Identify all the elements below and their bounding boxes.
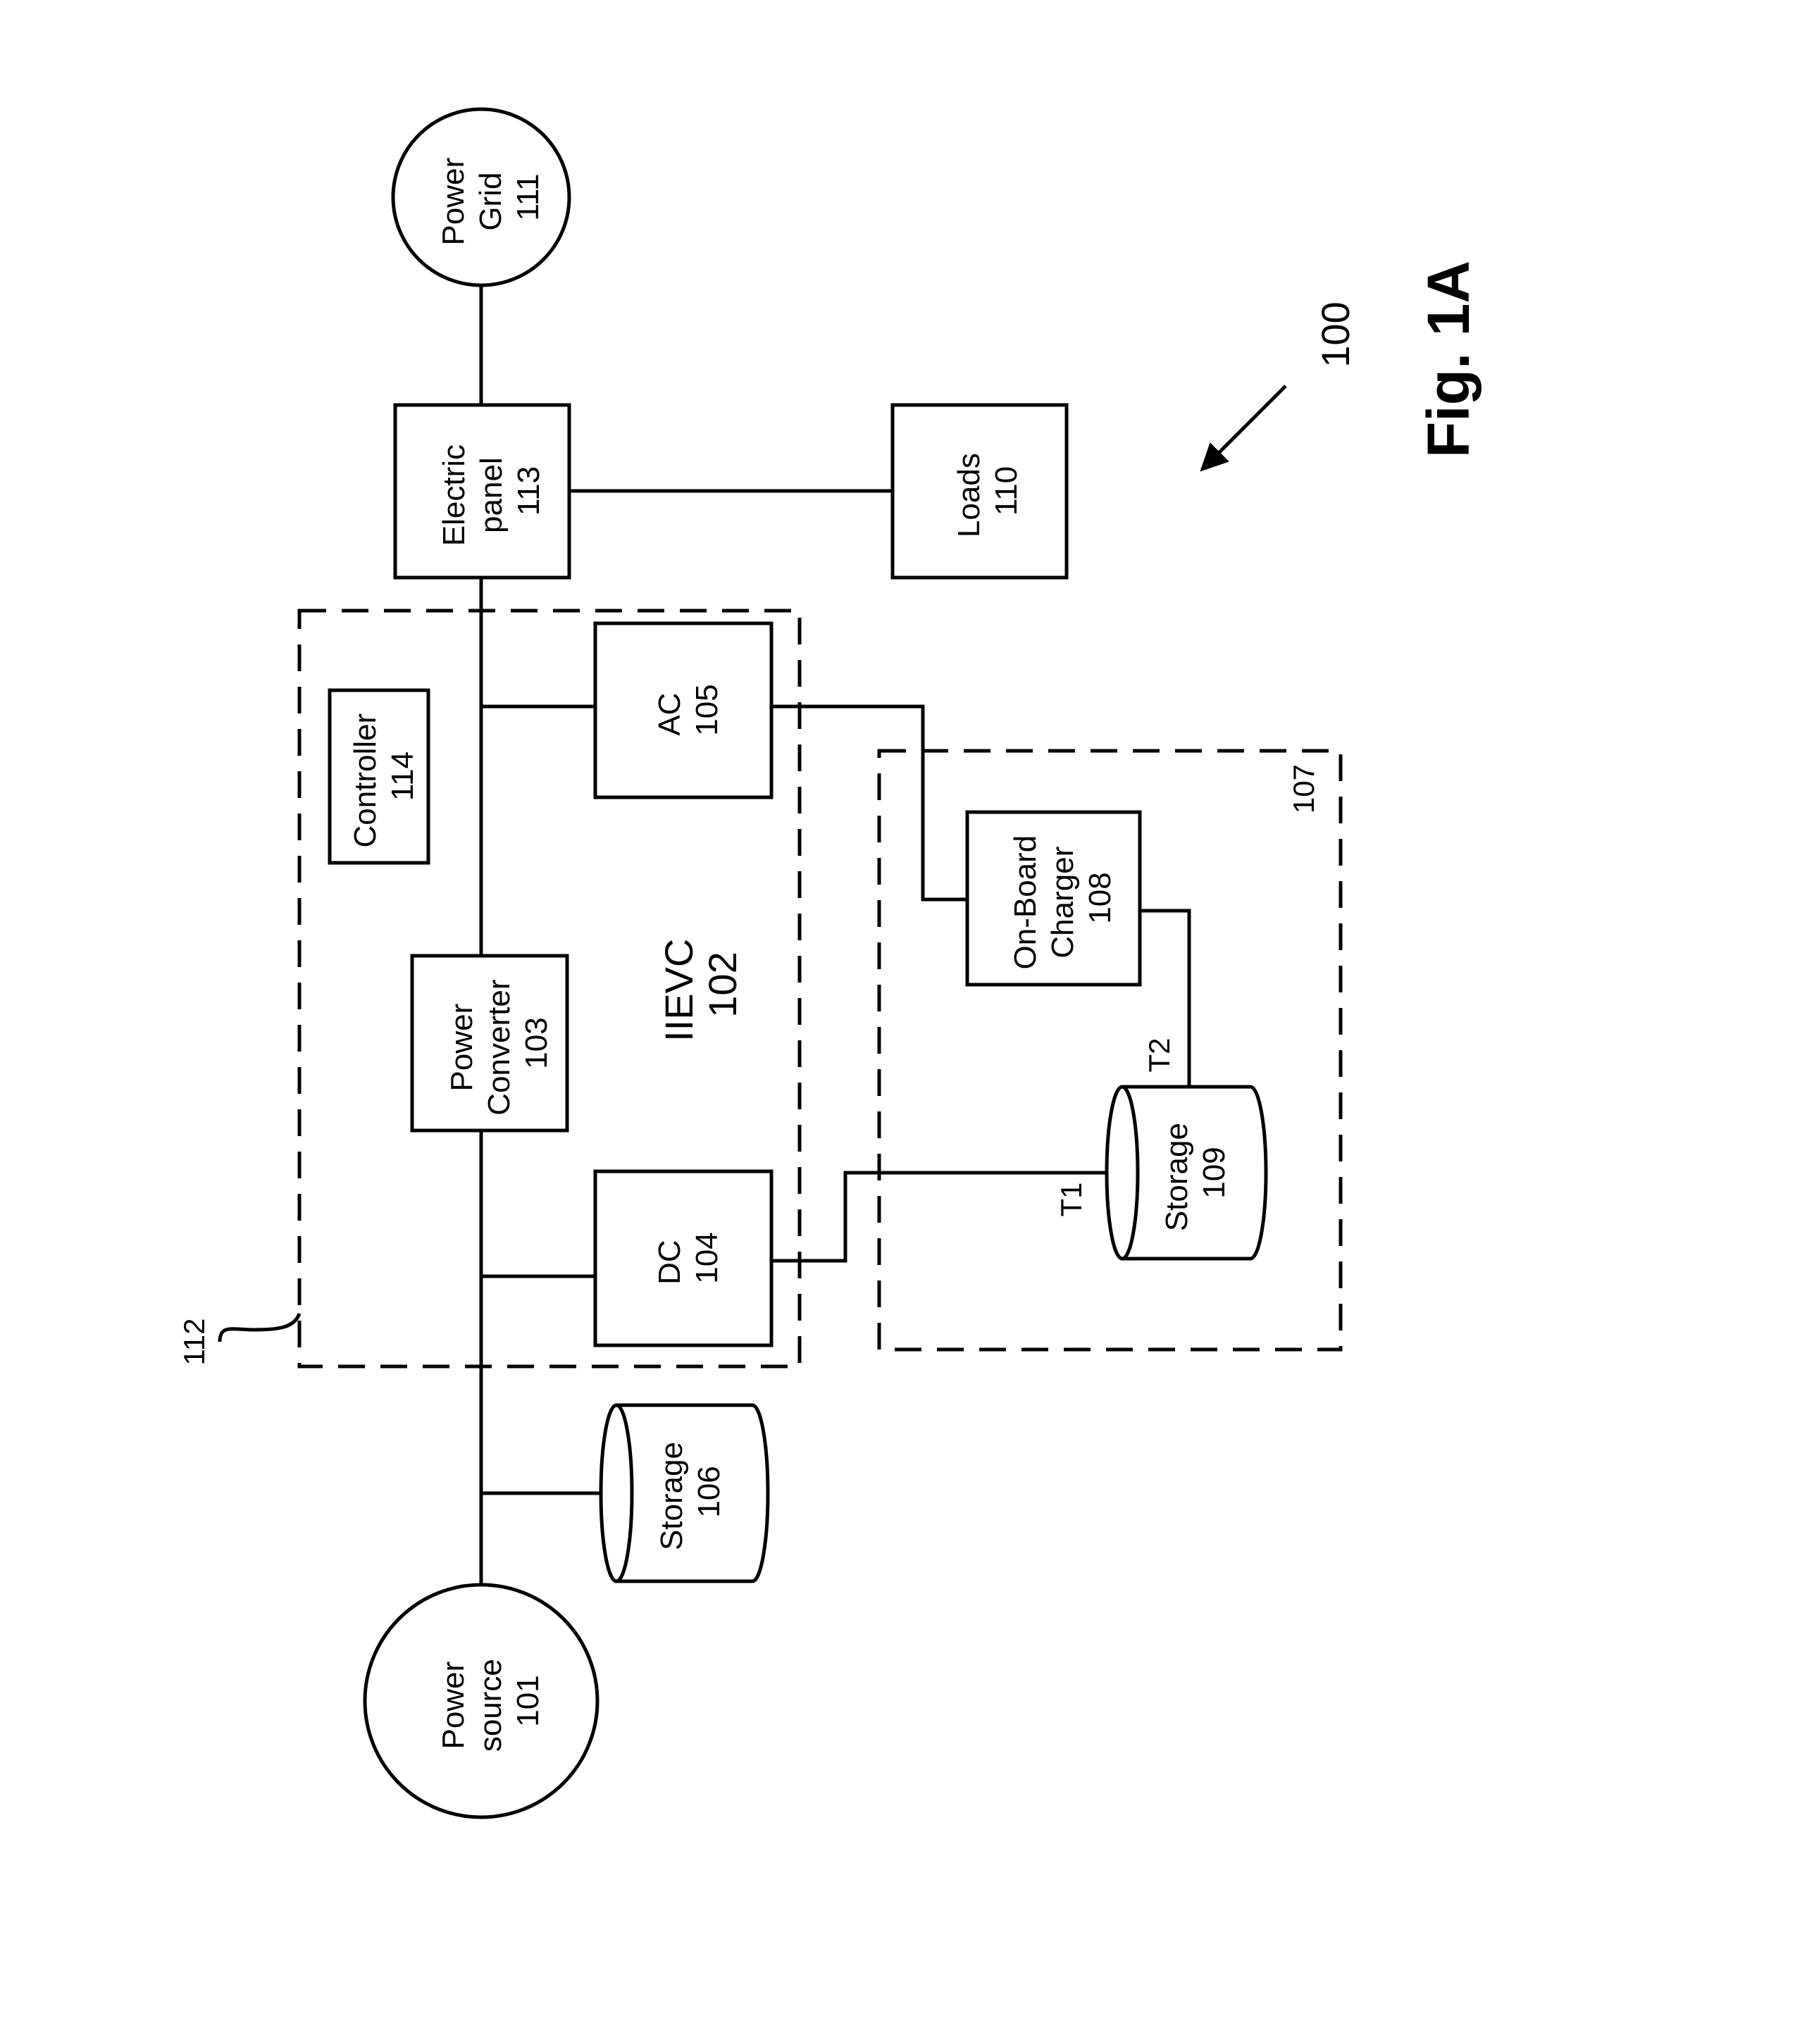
power-converter-node: Power Converter 103	[412, 956, 567, 1130]
power-grid-node: Power Grid 111	[393, 109, 569, 285]
storage-109-cylinder-body	[1122, 1087, 1266, 1259]
loads-label-line1: Loads	[952, 453, 986, 537]
storage-109-label-line2: 109	[1197, 1147, 1231, 1198]
power-grid-label-line3: 111	[511, 174, 545, 221]
iievc-label: IIEVC 102	[657, 928, 745, 1042]
on-board-charger-label-line3: 108	[1083, 872, 1117, 923]
on-board-charger-label-line2: Charger	[1045, 847, 1080, 959]
ac-node: AC 105	[595, 623, 771, 797]
power-grid-label-line2: Grid	[473, 173, 508, 231]
ac-label-line2: 105	[690, 684, 724, 735]
power-source-label-line2: source	[473, 1659, 508, 1752]
power-converter-label-line1: Power	[445, 1004, 479, 1092]
terminal-t2-label: T2	[1143, 1037, 1176, 1072]
controller-label-line1: Controller	[348, 713, 383, 848]
system-ref-arrow	[1201, 386, 1286, 471]
power-grid-label-line1: Power	[436, 158, 471, 246]
on-board-charger-label-line1: On-Board	[1008, 835, 1043, 970]
controller-label-line2: 114	[385, 752, 420, 801]
iievc-label-line2: 102	[700, 952, 745, 1017]
figure-label: Fig. 1A	[1415, 261, 1482, 458]
storage-106-cylinder-cap	[601, 1405, 632, 1581]
power-source-label-line1: Power	[436, 1662, 471, 1750]
electric-panel-label-line2: panel	[474, 457, 509, 533]
power-source-node: Power source 101	[365, 1585, 597, 1817]
ref-label-107: 107	[1287, 764, 1320, 814]
system-ref-label: 100	[1313, 301, 1358, 367]
controller-node: Controller 114	[330, 690, 428, 863]
ref-112-leader-squiggle	[220, 1314, 299, 1342]
dc-label-line1: DC	[652, 1240, 687, 1285]
storage-109-cylinder-cap	[1107, 1087, 1138, 1259]
power-source-label-line3: 101	[511, 1675, 545, 1726]
electric-panel-label-line3: 113	[511, 466, 546, 516]
storage-106-label-line1: Storage	[654, 1442, 689, 1550]
dc-node: DC 104	[595, 1171, 771, 1345]
electric-panel-node: Electric panel 113	[395, 405, 569, 578]
storage-106-label-line2: 106	[692, 1466, 726, 1517]
power-converter-label-line3: 103	[519, 1017, 554, 1068]
power-converter-label-line2: Converter	[482, 980, 516, 1116]
storage-109-label-line1: Storage	[1160, 1123, 1194, 1231]
loads-node: Loads 110	[893, 405, 1067, 578]
ref-label-112: 112	[178, 1319, 211, 1366]
dc-label-line2: 104	[690, 1232, 724, 1283]
storage-109-node: Storage 109	[1107, 1087, 1266, 1259]
ac-label-line1: AC	[652, 693, 687, 736]
loads-label-line2: 110	[989, 466, 1024, 516]
storage-106-node: Storage 106	[601, 1405, 768, 1581]
iievc-label-line1: IIEVC	[657, 939, 701, 1042]
electric-panel-label-line1: Electric	[437, 444, 471, 546]
terminal-t1-label: T1	[1055, 1182, 1088, 1216]
on-board-charger-node: On-Board Charger 108	[967, 812, 1140, 985]
